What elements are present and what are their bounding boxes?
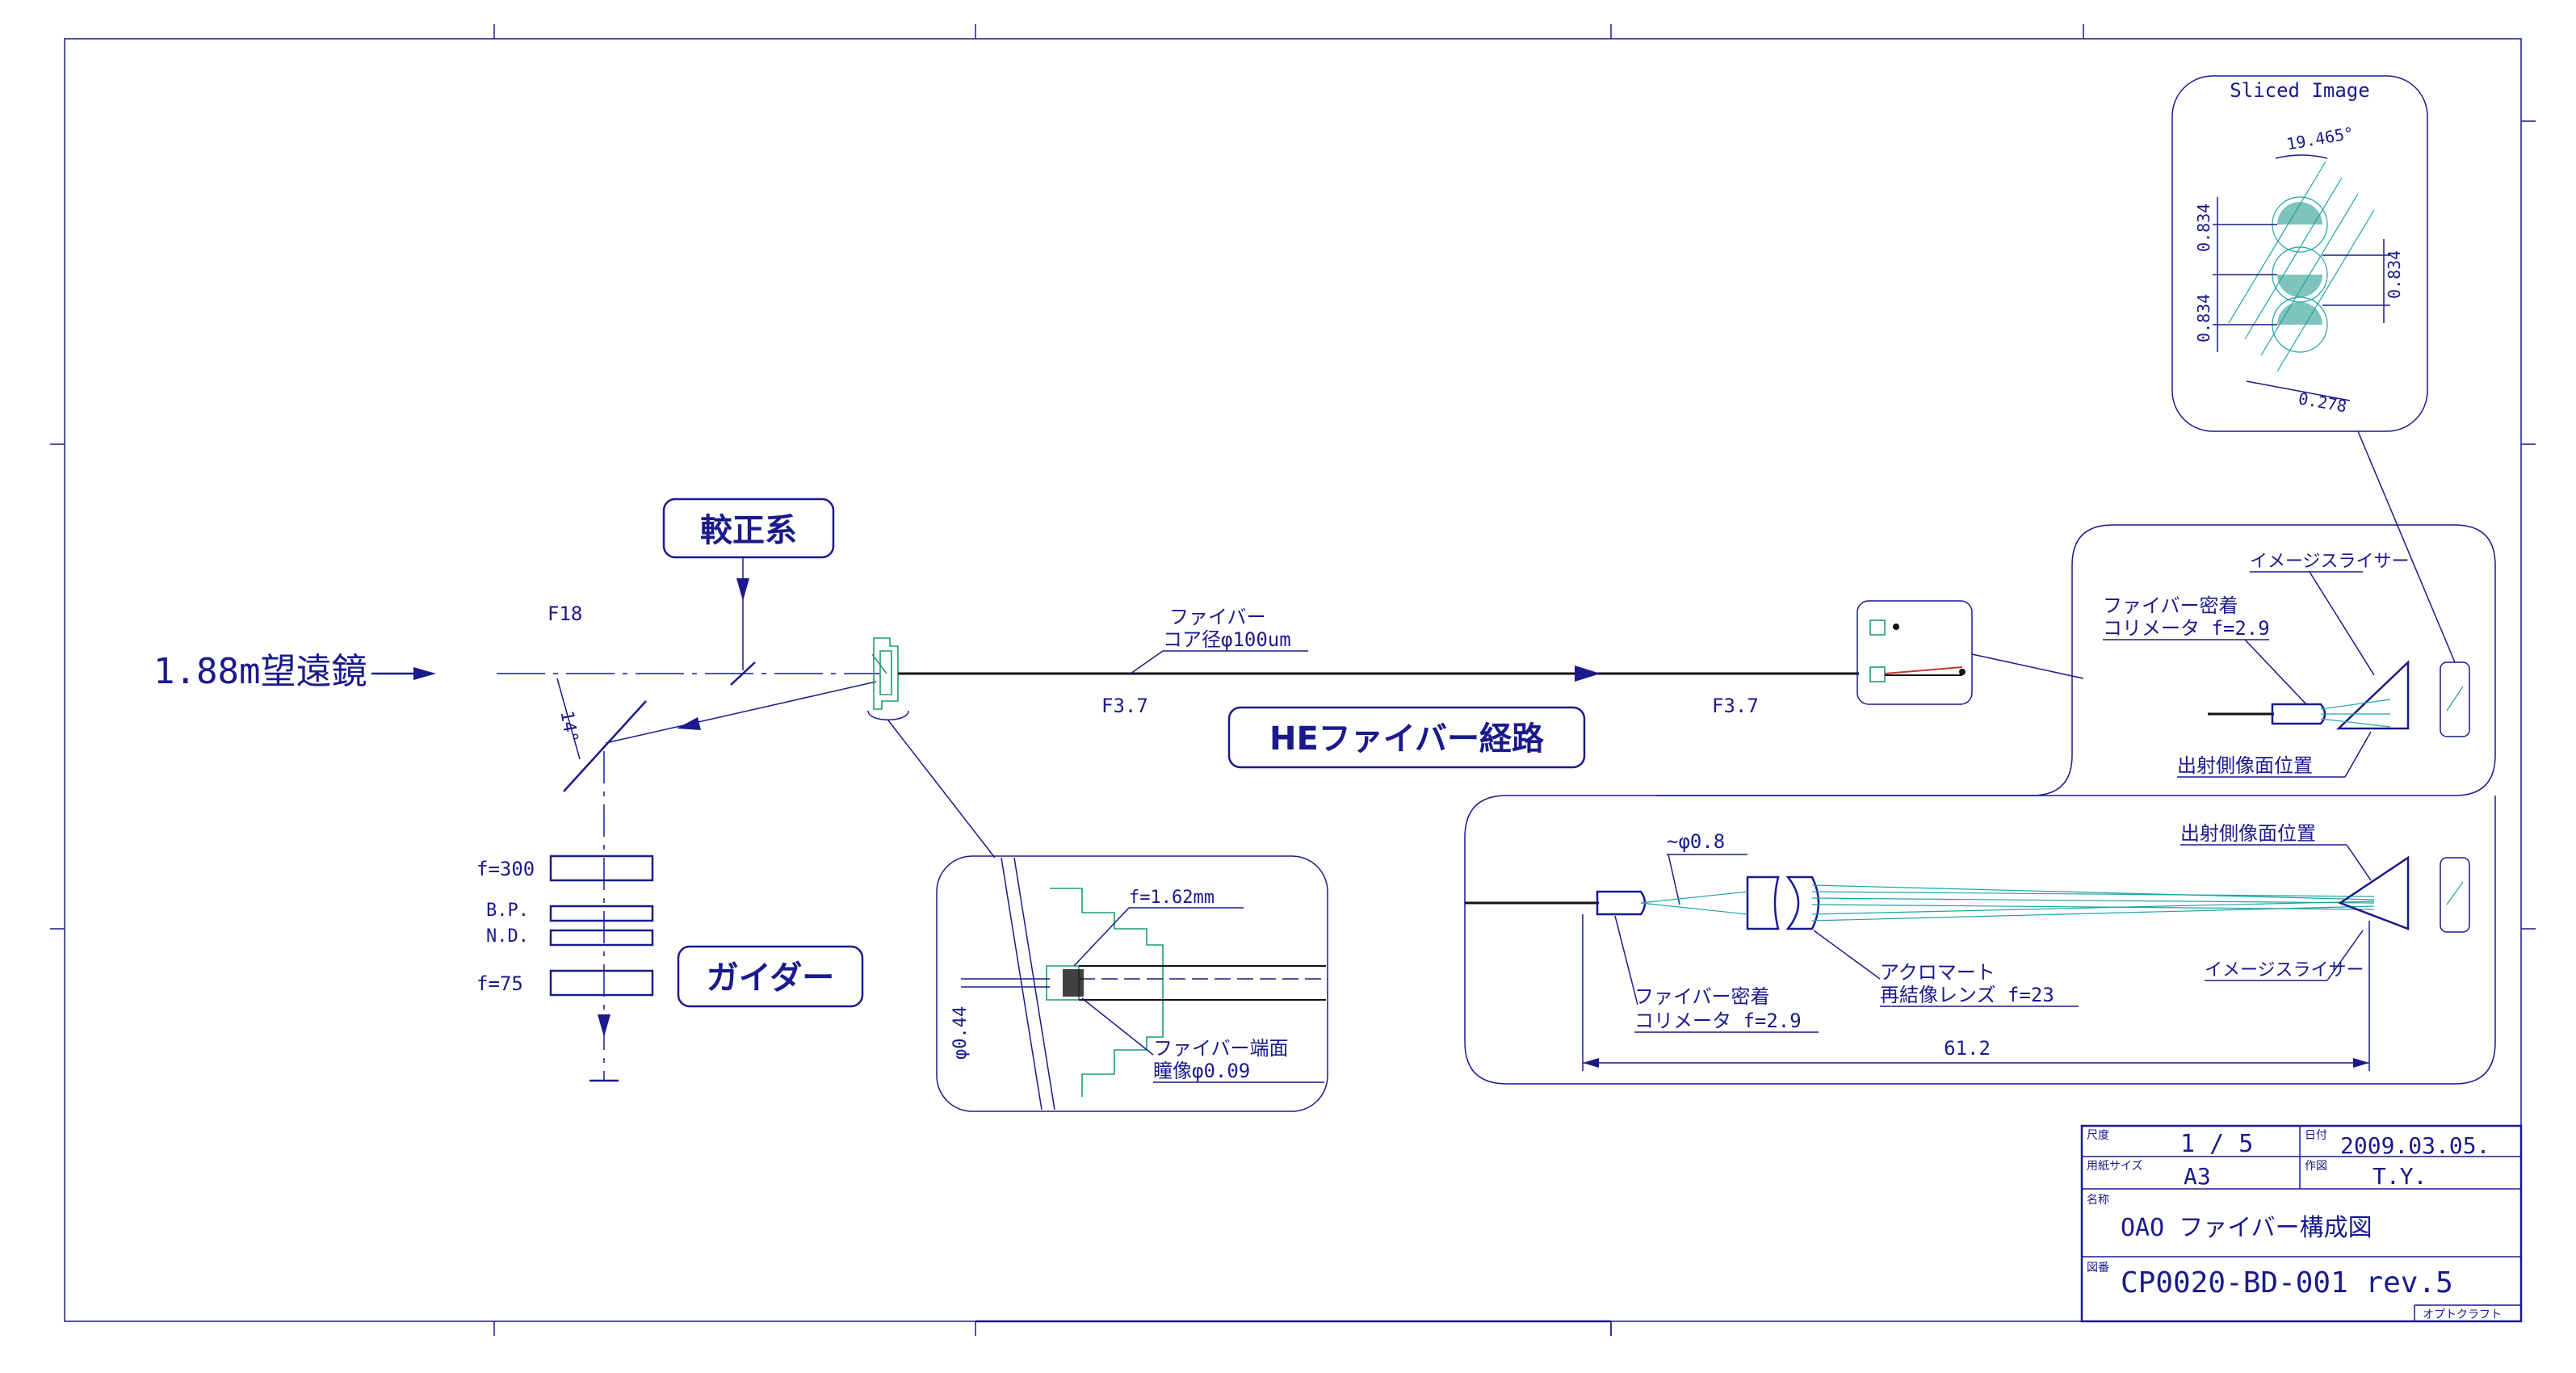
fiber-end-label-2: 瞳像φ0.09	[1153, 1060, 1250, 1082]
date-value: 2009.03.05.	[2340, 1132, 2490, 1159]
date-label: 日付	[2305, 1129, 2327, 1142]
fiber-end-detail-panel	[936, 855, 1328, 1112]
company-label: オプトクラフト	[2423, 1308, 2502, 1321]
fiber-output-box	[1856, 600, 1973, 705]
f37-left-label: F3.7	[1101, 695, 1148, 717]
drawing-name: OAO ファイバー構成図	[2121, 1214, 2373, 1242]
f75-label: f=75	[476, 972, 523, 995]
dim-834-a: 0.834	[2194, 204, 2213, 252]
collimator-top-label-2: コリメータ f=2.9	[2103, 617, 2270, 640]
author-label: 作図	[2305, 1160, 2327, 1173]
he-path-box	[1227, 706, 1586, 769]
telescope-label: 1.88m望遠鏡	[153, 651, 367, 692]
he-fiber-arrowhead	[1575, 666, 1601, 682]
dim-834-c: 0.834	[2385, 250, 2404, 299]
fiber-end-detail-drawing	[1001, 857, 1326, 1111]
exit-image-top-label: 出射側像面位置	[2177, 754, 2313, 777]
f37-right-label: F3.7	[1712, 695, 1759, 717]
fiber-output-mount	[1869, 619, 1966, 682]
achromat-label-2: 再結像レンズ f=23	[1880, 984, 2054, 1006]
achromat-label-1: アクロマート	[1880, 961, 1995, 984]
slicer-top	[2335, 660, 2410, 730]
fiber-label-2: コア径φ100um	[1163, 628, 1291, 651]
slicer-bottom	[2338, 855, 2410, 930]
filter-nd	[549, 929, 654, 947]
guider-label: ガイダー	[707, 959, 834, 997]
collimator-bottom-label-1: ファイバー密着	[1634, 985, 1770, 1008]
phi044-label: φ0.44	[950, 1006, 971, 1060]
nd-label: N.D.	[486, 926, 529, 947]
telescope-arrowhead	[413, 667, 436, 680]
angle19-label: 19.465°	[2285, 123, 2356, 153]
f300-label: f=300	[476, 858, 535, 880]
he-path-label: HEファイバー経路	[1269, 720, 1545, 758]
title-block	[2080, 1124, 2523, 1323]
fiber-end-label-1: ファイバー端面	[1153, 1037, 1289, 1060]
guider-box	[677, 945, 864, 1008]
scale-label: 尺度	[2087, 1129, 2109, 1142]
calibration-box	[662, 498, 835, 559]
image-slicer-top-label: イメージスライサー	[2250, 552, 2410, 572]
drawing-number: CP0020-BD-001 rev.5	[2121, 1266, 2453, 1300]
fiber-label-1: ファイバー	[1169, 606, 1266, 628]
sheet-frame	[50, 24, 2536, 1336]
achromat-lens-1	[1746, 875, 1780, 930]
sliced-circles	[2228, 161, 2375, 372]
guider-mirror	[563, 700, 647, 792]
collimator-bottom	[1596, 890, 1647, 916]
calibration-label: 較正系	[700, 512, 797, 549]
author-value: T.Y.	[2373, 1163, 2427, 1190]
scale-value: 1 / 5	[2180, 1130, 2253, 1158]
lens-f300	[549, 854, 654, 882]
number-label: 図番	[2087, 1262, 2109, 1274]
relay-beams	[1640, 884, 2375, 922]
sliced-image-panel	[2171, 75, 2428, 432]
angle14-label: 14°	[556, 709, 581, 744]
dim-0278-label: 0.278	[2297, 388, 2347, 416]
paper-value: A3	[2184, 1163, 2211, 1190]
phi08-label: ~φ0.8	[1667, 830, 1725, 853]
achromat-lens-2	[1785, 875, 1820, 930]
dim-612-label: 61.2	[1944, 1037, 1991, 1060]
fiber-input-mount	[871, 637, 899, 710]
exit-image-bottom-label: 出射側像面位置	[2180, 822, 2316, 845]
collimator-top	[2271, 703, 2326, 725]
f18-label: F18	[548, 603, 582, 625]
collimator-bottom-label-2: コリメータ f=2.9	[1634, 1010, 1802, 1032]
filter-bp	[549, 905, 654, 922]
image-slicer-bottom-label: イメージスライサー	[2205, 960, 2364, 980]
collimator-panel-top	[1464, 524, 2496, 1085]
guider-arrowhead	[598, 1014, 610, 1037]
bp-label: B.P.	[486, 901, 529, 921]
lens-f75	[549, 969, 654, 997]
f162-label: f=1.62mm	[1129, 888, 1215, 908]
dim-834-b: 0.834	[2194, 294, 2213, 342]
name-label: 名称	[2087, 1194, 2109, 1207]
collimator-top-label-1: ファイバー密着	[2103, 594, 2238, 617]
paper-label: 用紙サイズ	[2087, 1160, 2143, 1173]
calibration-arrowhead	[736, 578, 749, 601]
calibration-mirror	[730, 661, 756, 686]
sliced-image-title: Sliced Image	[2230, 79, 2369, 102]
slicer-image-bottom	[2440, 857, 2470, 933]
input-detail-bracket	[867, 710, 909, 720]
